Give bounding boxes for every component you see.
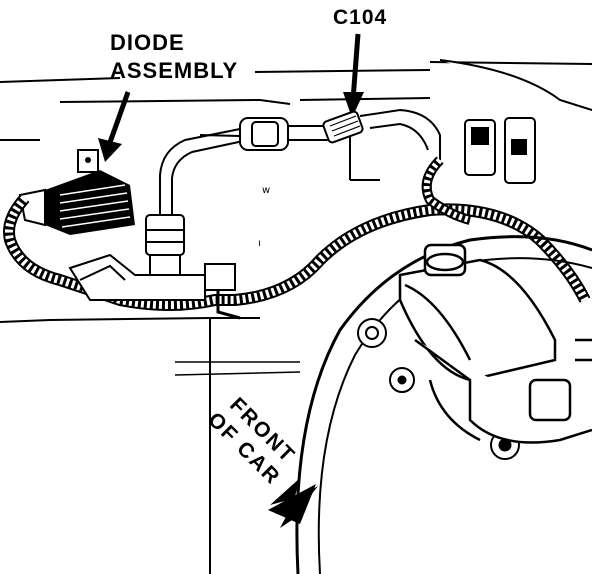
connector-c104-icon [322, 108, 441, 160]
c104-arrowhead [343, 92, 364, 118]
panel-line [59, 97, 431, 105]
mount-bracket [68, 253, 206, 301]
connector-c104-label: C104 [333, 6, 388, 29]
diode-assembly-icon [18, 149, 135, 235]
wiring-harness-icon [3, 156, 591, 320]
svg-text:ı: ı [258, 238, 261, 249]
c104-leader-arrow [350, 33, 361, 101]
svg-text:w: w [262, 185, 270, 196]
relay-connectors [439, 59, 592, 184]
vacuum-line [145, 117, 330, 278]
panel-line [0, 317, 260, 323]
bracket [349, 130, 380, 181]
drawing-marks: w ı [258, 185, 270, 249]
master-cylinder-icon [398, 243, 592, 444]
diode-arrowhead [98, 138, 122, 162]
diode-assembly-label-line2: ASSEMBLY [110, 58, 239, 83]
front-arrow-icon [268, 478, 318, 528]
diode-assembly-label-line1: DIODE [110, 30, 185, 55]
panel-line [174, 361, 301, 376]
diode-leader-arrow [105, 91, 131, 149]
